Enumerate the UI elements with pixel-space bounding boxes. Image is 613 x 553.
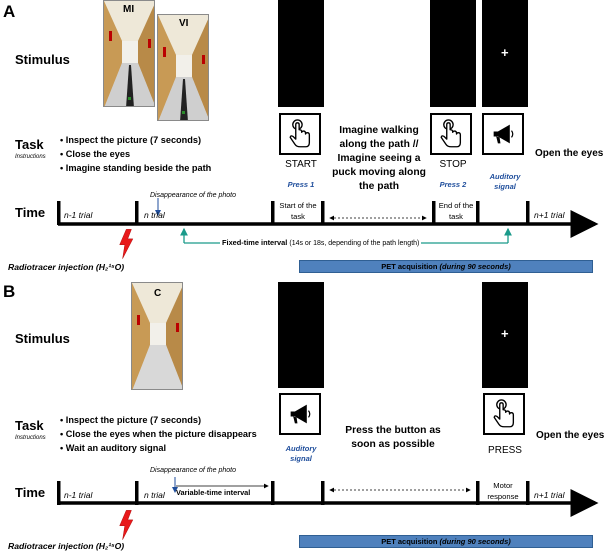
tl-n-trial-b: n trial [144, 490, 165, 500]
black-screen-start [278, 0, 324, 107]
instruction-item: • Imagine standing beside the path [60, 163, 212, 173]
auditory-signal-label-a: Auditory signal [489, 172, 521, 191]
pet-note-a: (during 90 seconds) [439, 262, 511, 271]
press-instruction: Press the button as soon as possible [345, 425, 441, 450]
panel-a-stimulus-label: Stimulus [15, 52, 70, 67]
tracer-injection-b: Radiotracer injection (H₂¹⁵O) [8, 541, 125, 551]
auditory-box-b [279, 393, 321, 435]
black-screen-fixation-b: + [482, 282, 528, 388]
tl-prev-trial-b: n-1 trial [64, 490, 93, 500]
panel-a-letter: A [3, 2, 16, 21]
disappearance-label-a: Disappearance of the photo [150, 192, 237, 199]
corridor-photo-c: C [131, 282, 183, 390]
open-eyes-a: Open the eyes [535, 148, 604, 159]
imagine-instruction: Imagine walking along the path // Imagin… [332, 125, 426, 192]
photo-label-c: C [154, 288, 162, 299]
photo-label-mi: MI [123, 4, 135, 15]
corridor-photo-mi: MI [103, 0, 155, 107]
panel-b-instructions: • Inspect the picture (7 seconds) • Clos… [60, 413, 257, 455]
black-screen-stop [430, 0, 476, 107]
fixed-interval-label: Fixed-time interval [222, 238, 288, 247]
tl-start-task: Start of the task [279, 201, 317, 221]
press-box-b [483, 393, 525, 435]
variable-time-interval: Variable-time interval [176, 488, 251, 497]
black-screen-auditory [278, 282, 324, 388]
disappearance-label-b: Disappearance of the photo [150, 467, 237, 474]
tl-next-trial-b: n+1 trial [534, 490, 565, 500]
instruction-item: • Inspect the picture (7 seconds) [60, 415, 202, 425]
panel-a-instructions: • Inspect the picture (7 seconds) • Clos… [60, 133, 211, 175]
panel-b-task-label: Task [15, 418, 44, 433]
open-eyes-b: Open the eyes [536, 430, 605, 441]
instruction-item: • Wait an auditory signal [60, 443, 166, 453]
panel-b-stimulus-label: Stimulus [15, 331, 70, 346]
photo-label-vi: VI [179, 18, 189, 29]
fixation-cross-b: + [501, 326, 509, 341]
auditory-box [482, 113, 524, 155]
instruction-item: • Close the eyes when the picture disapp… [60, 429, 257, 439]
auditory-signal-label-b: Auditory signal [285, 444, 317, 463]
tl-end-task: End of the task [438, 201, 474, 221]
panel-a-task-label: Task [15, 137, 44, 152]
pet-label-a: PET acquisition [381, 262, 438, 271]
fixed-interval-note: (14s or 18s, depending of the path lengt… [289, 240, 420, 247]
tracer-injection-a: Radiotracer injection (H₂¹⁵O) [8, 262, 125, 272]
pet-note-b: (during 90 seconds) [439, 537, 511, 546]
lightning-icon [119, 510, 134, 540]
fixed-time-interval: Fixed-time interval (14s or 18s, dependi… [220, 238, 422, 247]
tl-n-trial-a: n trial [144, 210, 165, 220]
panel-b-letter: B [3, 282, 16, 301]
black-screen-fixation: + [482, 0, 528, 107]
stop-press-box [430, 113, 472, 155]
pet-label-b: PET acquisition [381, 537, 438, 546]
press-1-label: Press 1 [287, 180, 315, 189]
tl-next-trial-a: n+1 trial [534, 210, 565, 220]
start-label: START [285, 159, 317, 170]
panel-a-time-label: Time [15, 205, 46, 220]
motor-response: Motor response [487, 481, 519, 501]
stop-label: STOP [439, 159, 467, 170]
instruction-item: • Inspect the picture (7 seconds) [60, 135, 202, 145]
panel-b-time-label: Time [15, 485, 46, 500]
tl-prev-trial-a: n-1 trial [64, 210, 93, 220]
pet-acquisition-bar-b: PET acquisition (during 90 seconds) [299, 535, 593, 548]
panel-b-task-sub: Instructions [15, 435, 46, 441]
start-press-box [279, 113, 321, 155]
corridor-photo-vi: VI [157, 14, 209, 121]
press-label: PRESS [488, 445, 522, 456]
instruction-item: • Close the eyes [60, 149, 131, 159]
panel-a-task-sub: Instructions [15, 154, 46, 160]
pet-acquisition-bar-a: PET acquisition (during 90 seconds) [299, 260, 593, 273]
press-2-label: Press 2 [439, 180, 467, 189]
fixation-cross: + [501, 45, 509, 60]
